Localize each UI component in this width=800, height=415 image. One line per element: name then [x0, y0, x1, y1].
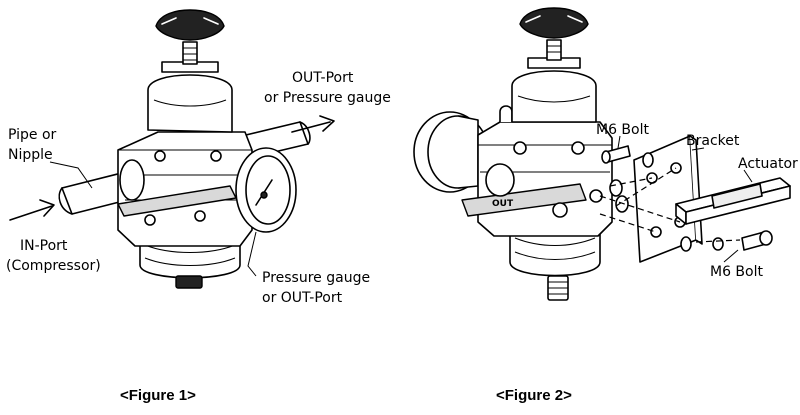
figure-1-leaders	[9, 115, 335, 277]
figure-2-leaders	[617, 135, 753, 263]
label-pipe: Pipe or	[8, 127, 57, 143]
label-out-port: OUT-Port	[292, 70, 354, 86]
label-compressor: (Compressor)	[6, 258, 101, 274]
label-in-port: IN-Port	[20, 238, 68, 254]
label-pressure-gauge: Pressure gauge	[262, 270, 370, 286]
label-m6-bolt-top: M6 Bolt	[596, 122, 649, 138]
figure-2-drawing: OUT	[413, 7, 791, 301]
label-bracket: Bracket	[686, 133, 740, 149]
label-gauge-out-port: or OUT-Port	[262, 290, 343, 306]
figure-1-drawing	[58, 9, 311, 289]
label-actuator: Actuator	[738, 156, 798, 172]
label-nipple: Nipple	[8, 147, 53, 163]
label-out-port-alt: or Pressure gauge	[264, 90, 391, 106]
out-port-stamp: OUT	[492, 199, 514, 209]
figure-1-caption: <Figure 1>	[120, 387, 196, 404]
label-m6-bolt-bottom: M6 Bolt	[710, 264, 763, 280]
figure-2-assembly-lines	[599, 167, 741, 243]
figure-2-caption: <Figure 2>	[496, 387, 572, 404]
